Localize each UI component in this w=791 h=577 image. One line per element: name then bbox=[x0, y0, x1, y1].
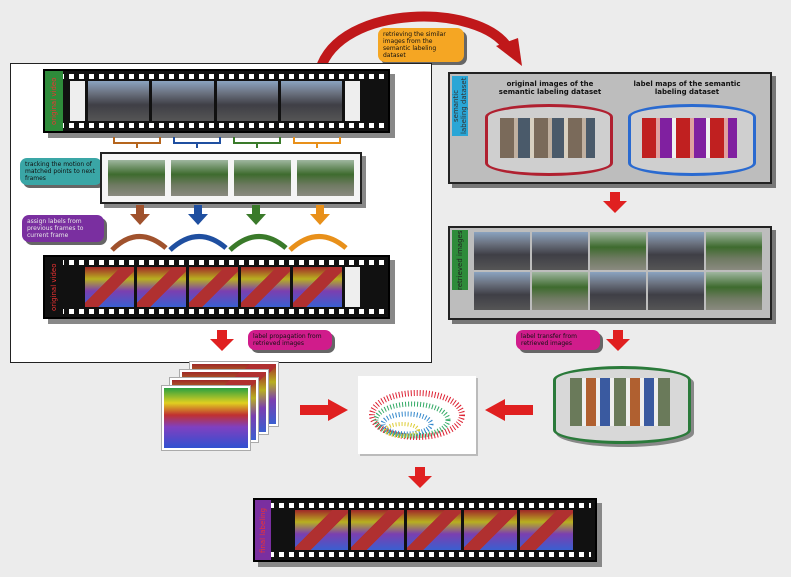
retrieval-arc-arrow bbox=[315, 11, 522, 72]
retrieved-image bbox=[706, 272, 762, 310]
label-thumbs bbox=[642, 118, 737, 158]
final-labeling-film: final labeling bbox=[253, 498, 597, 562]
final-frame bbox=[463, 510, 517, 550]
film-label: original video bbox=[45, 71, 63, 131]
labeled-frame bbox=[189, 267, 239, 307]
retrieval-callout: retrieving the similar images from the s… bbox=[378, 28, 464, 62]
final-label: final labeling bbox=[255, 500, 271, 560]
retrieved-grid bbox=[474, 232, 762, 310]
retrieved-image bbox=[532, 272, 588, 310]
frame-brackets bbox=[113, 137, 341, 148]
point-cloud bbox=[369, 390, 465, 440]
retrieved-image bbox=[706, 232, 762, 270]
original-images-caption: original images of the semantic labeling… bbox=[498, 80, 602, 96]
labeled-frame bbox=[293, 267, 343, 307]
retrieved-image bbox=[648, 272, 704, 310]
tracked-frame bbox=[297, 160, 354, 196]
retrieved-image bbox=[590, 232, 646, 270]
retrieved-image bbox=[532, 232, 588, 270]
film-label: original video bbox=[45, 257, 63, 317]
label-maps-caption: label maps of the semantic labeling data… bbox=[633, 80, 741, 96]
retrieved-image bbox=[474, 272, 530, 310]
tracked-frame bbox=[234, 160, 291, 196]
video-frame bbox=[152, 81, 214, 121]
retrieved-image bbox=[590, 272, 646, 310]
label-transfer-callout: label transfer from retrieved images bbox=[516, 330, 600, 350]
video-frame bbox=[216, 81, 278, 121]
propagation-curved-arrows bbox=[110, 234, 348, 252]
retrieved-label: retrieved images bbox=[452, 230, 468, 290]
retrieved-image bbox=[474, 232, 530, 270]
tracking-frames-box bbox=[100, 152, 362, 204]
retrieved-image bbox=[648, 232, 704, 270]
labeled-frame bbox=[85, 267, 135, 307]
original-video-film-top: original video bbox=[43, 69, 390, 133]
final-frame bbox=[351, 510, 405, 550]
labeled-frame bbox=[241, 267, 291, 307]
down-arrow-4 bbox=[408, 467, 432, 489]
video-frame bbox=[88, 81, 150, 121]
down-arrow-2 bbox=[606, 330, 630, 352]
down-arrow-3 bbox=[210, 330, 234, 352]
dataset-label: semantic labeling dataset bbox=[452, 76, 468, 136]
tracked-frame bbox=[108, 160, 165, 196]
down-arrow-1 bbox=[603, 192, 627, 214]
labeled-frame bbox=[137, 267, 187, 307]
label-map-front bbox=[162, 386, 250, 450]
label-propagation-callout: label propagation from retrieved images bbox=[248, 330, 332, 350]
left-arrow-to-center bbox=[485, 399, 533, 421]
final-frame bbox=[519, 510, 574, 550]
assign-labels-callout: assign labels from previous frames to cu… bbox=[22, 215, 104, 242]
object-thumbs bbox=[570, 378, 670, 426]
colored-down-arrows bbox=[130, 205, 330, 225]
final-frame bbox=[407, 510, 461, 550]
tracking-callout: tracking the motion of matched points to… bbox=[20, 158, 102, 185]
labeled-video-film: original video bbox=[43, 255, 390, 319]
video-frame bbox=[280, 81, 342, 121]
tracked-frame bbox=[171, 160, 228, 196]
final-frame bbox=[295, 510, 349, 550]
right-arrow-to-center bbox=[300, 399, 348, 421]
original-thumbs bbox=[500, 118, 595, 158]
